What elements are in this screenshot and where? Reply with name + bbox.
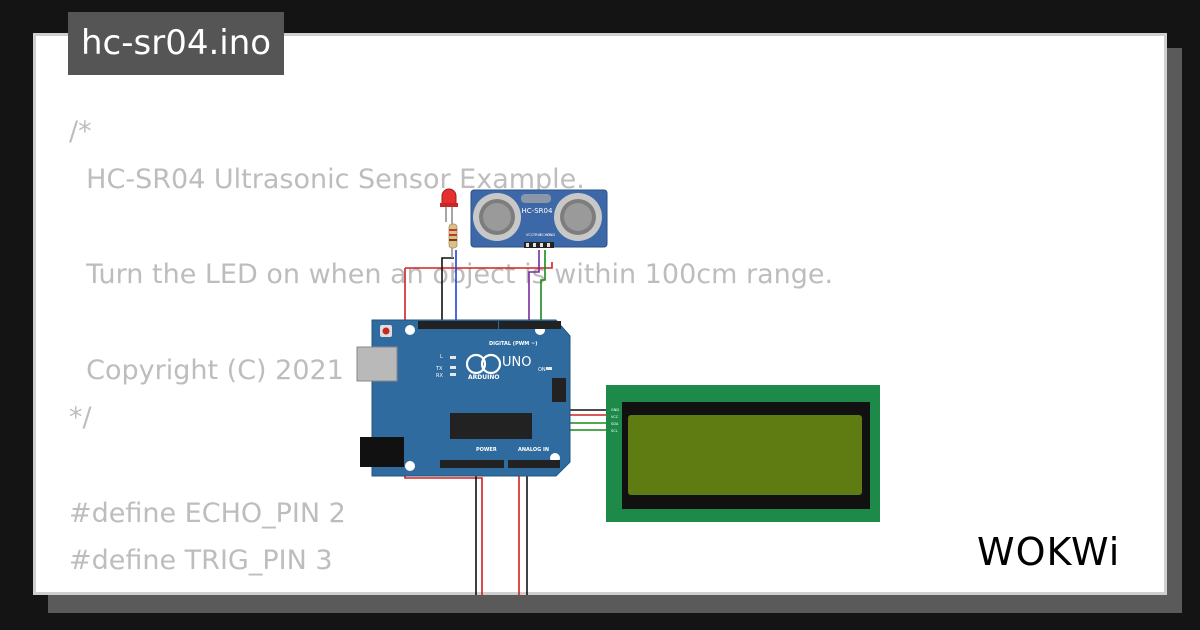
code-line: /* <box>69 116 92 147</box>
atmega-chip-icon <box>450 413 532 439</box>
code-line: Turn the LED on when an object is within… <box>69 259 834 291</box>
sensor-pin-label: TRIG <box>532 233 542 237</box>
code-line: #define TRIG_PIN 3 <box>69 545 333 577</box>
analog-label: ANALOG IN <box>518 447 549 453</box>
reset-button-icon <box>382 327 390 335</box>
code-line: Copyright (C) 2021 <box>69 354 344 386</box>
sensor-pin-label: ECHO <box>540 233 550 237</box>
power-label: POWER <box>476 447 497 453</box>
usb-port-icon <box>356 346 398 382</box>
file-title: hc-sr04.ino <box>68 12 285 75</box>
rx-label: RX <box>436 373 443 379</box>
lcd-pin-label: SCL <box>611 429 618 433</box>
led-component[interactable] <box>440 188 458 258</box>
wokwi-logo-icon: WOKWi <box>977 530 1120 574</box>
wire-black-gnd <box>441 257 454 325</box>
hc-sr04-sensor[interactable]: HC-SR04 VCC TRIG ECHO GND <box>470 189 608 248</box>
wire-red-main <box>405 262 553 269</box>
code-preview: /* HC-SR04 Ultrasonic Sensor Example. Tu… <box>69 108 834 592</box>
lcd-pin-label: GND <box>611 408 619 412</box>
logo-text: WOKWi <box>977 530 1120 574</box>
tx-label: TX <box>435 366 443 372</box>
sensor-pin-label: VCC <box>526 233 534 237</box>
code-line: HC-SR04 Ultrasonic Sensor Example. <box>69 163 585 195</box>
lcd-pin-label: VCC <box>611 415 619 419</box>
sensor-pin-label: GND <box>547 233 555 237</box>
wire-purple <box>528 250 540 325</box>
code-line: #define ECHO_PIN 2 <box>69 497 346 529</box>
sensor-label: HC-SR04 <box>522 207 553 215</box>
code-line: */ <box>69 402 92 434</box>
board-brand: ARDUINO <box>468 374 499 381</box>
on-label: ON <box>538 367 546 373</box>
led-icon <box>441 188 457 205</box>
lcd-pin-label: SDA <box>611 422 619 426</box>
wire-green <box>540 250 546 325</box>
digital-label: DIGITAL (PWM ~) <box>489 341 537 347</box>
arduino-logo-icon <box>465 353 487 375</box>
power-jack-icon <box>360 437 404 467</box>
l-label: L <box>440 354 443 360</box>
preview-card: /* HC-SR04 Ultrasonic Sensor Example. Tu… <box>33 33 1167 595</box>
lcd-screen <box>628 415 862 495</box>
board-model: UNO <box>502 355 531 370</box>
arduino-uno-board[interactable]: UNO ARDUINO DIGITAL (PWM ~) ON L TX RX P… <box>356 319 571 477</box>
lcd-module[interactable]: GND VCC SDA SCL <box>606 385 880 522</box>
led-rim <box>440 203 458 207</box>
